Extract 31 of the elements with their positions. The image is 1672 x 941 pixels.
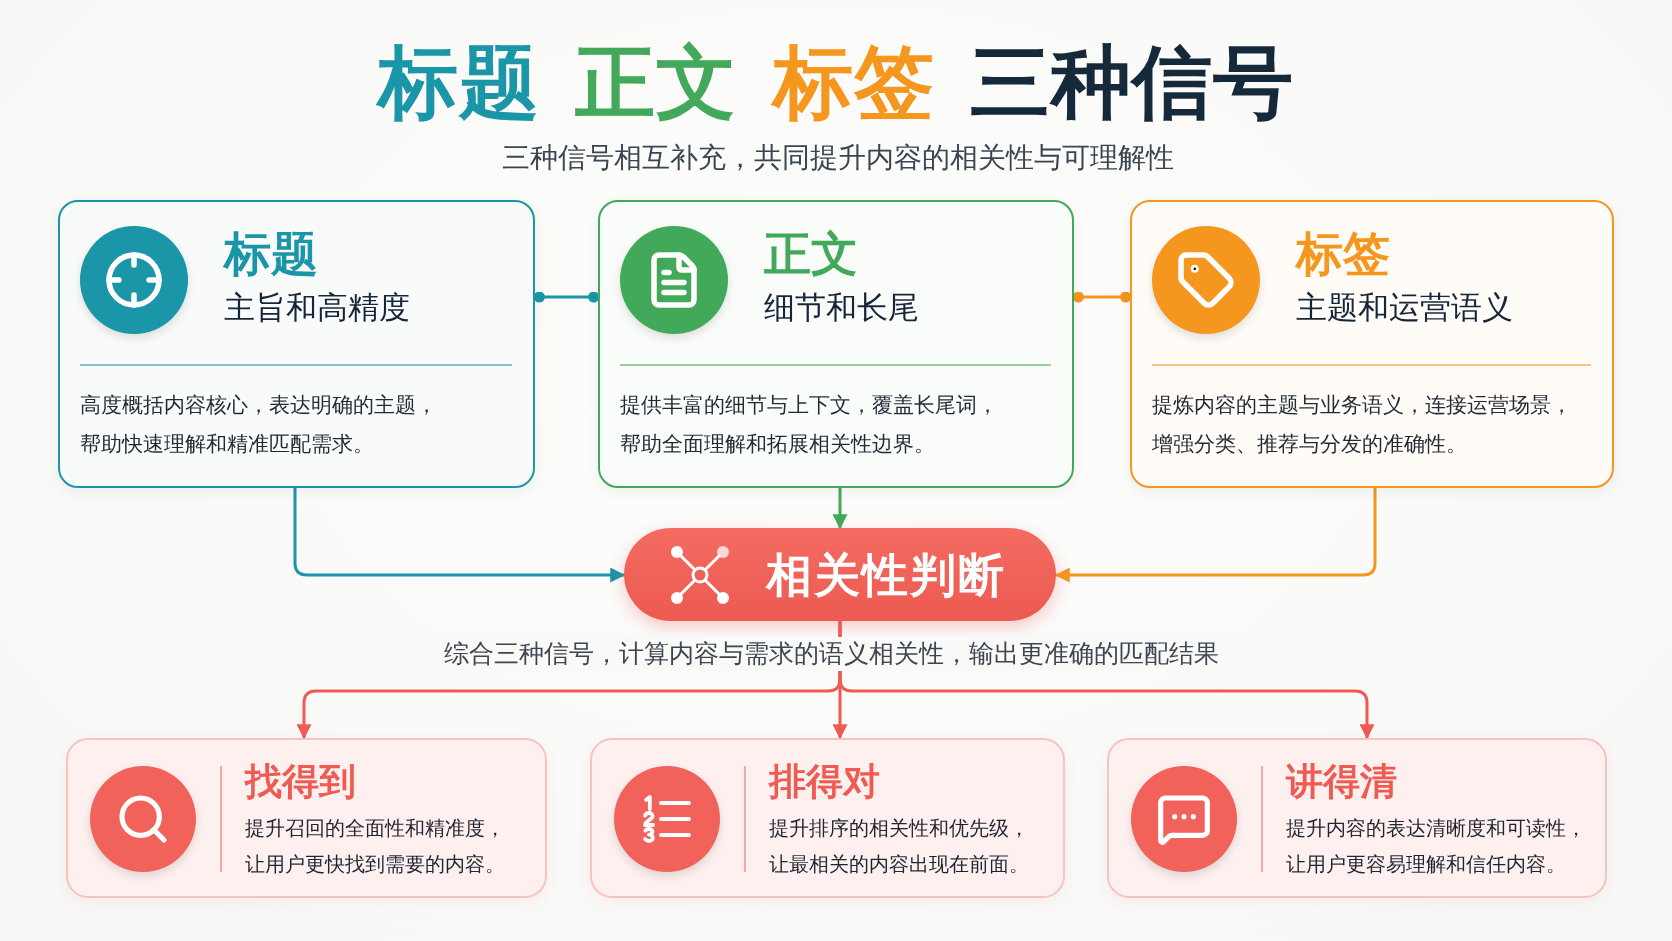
signal-card xyxy=(58,200,535,488)
arrow xyxy=(832,488,848,530)
signal-card xyxy=(1130,200,1614,488)
card-description: 提升排序的相关性和优先级，让最相关的内容出现在前面。 xyxy=(769,815,1030,878)
card-description: 提炼内容的主题与业务语义，连接运营场景，增强分类、推荐与分发的准确性。 xyxy=(1152,392,1573,458)
card-description: 提升召回的全面性和精准度，让用户更快找到需要的内容。 xyxy=(245,815,506,878)
hub-label: 相关性判断 xyxy=(766,546,1006,603)
outcome-card xyxy=(590,738,1065,898)
arrow xyxy=(1054,488,1377,583)
card-subheading: 主旨和高精度 xyxy=(224,288,410,327)
card-description: 提升内容的表达清晰度和可读性，让用户更容易理解和信任内容。 xyxy=(1286,815,1587,878)
card-heading: 找得到 xyxy=(245,760,356,804)
signal-card xyxy=(598,200,1074,488)
card-heading: 正文 xyxy=(764,226,858,281)
card-subheading: 细节和长尾 xyxy=(764,288,919,327)
outcome-card xyxy=(1107,738,1607,898)
card-heading: 讲得清 xyxy=(1286,760,1397,804)
subtitle-text: 三种信号相互补充，共同提升内容的相关性与可理解性 xyxy=(502,140,1174,176)
page-title: 标题 正文 标签 三种信号 xyxy=(378,35,1294,131)
card-subheading: 主题和运营语义 xyxy=(1296,288,1513,327)
card-heading: 排得对 xyxy=(769,760,880,804)
card-heading: 标签 xyxy=(1296,226,1390,281)
connector-line xyxy=(533,291,600,303)
outcome-card xyxy=(66,738,547,898)
arrow xyxy=(293,488,626,583)
card-description: 高度概括内容核心，表达明确的主题，帮助快速理解和精准匹配需求。 xyxy=(80,392,438,458)
card-heading: 标题 xyxy=(224,226,318,281)
hub-pill xyxy=(624,528,1056,621)
connector-line xyxy=(1072,291,1132,303)
card-description: 提供丰富的细节与上下文，覆盖长尾词，帮助全面理解和拓展相关性边界。 xyxy=(620,392,999,458)
arrow xyxy=(838,621,1375,740)
